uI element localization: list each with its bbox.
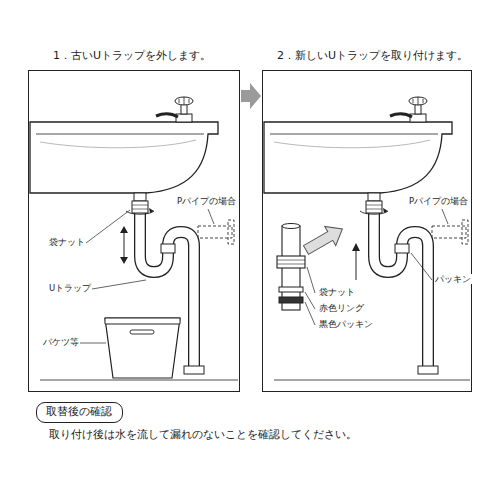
loose-nut bbox=[277, 256, 305, 268]
bucket-rim bbox=[105, 318, 180, 324]
leader-line bbox=[208, 209, 214, 224]
leader-line bbox=[92, 280, 146, 289]
part-label: 袋ナット bbox=[318, 287, 356, 297]
part-label: Uトラップ bbox=[48, 283, 92, 293]
arrow-head bbox=[250, 83, 261, 109]
check-badge: 取替後の確認 bbox=[36, 402, 123, 423]
bucket bbox=[105, 318, 180, 378]
fit-arrow bbox=[301, 219, 348, 259]
arrow-shaft bbox=[241, 90, 250, 102]
red-ring bbox=[279, 287, 303, 292]
nut-lines bbox=[277, 260, 305, 264]
part-label: バケツ等 bbox=[42, 337, 80, 347]
note-text: 取り付け後は水を流して漏れのないことを確認してください。 bbox=[48, 428, 358, 441]
push-head bbox=[352, 243, 360, 251]
leader-line bbox=[80, 343, 106, 344]
leader-line bbox=[411, 253, 432, 280]
move-arrow bbox=[124, 228, 125, 262]
step-heading: 1．古いUトラップを外します。 bbox=[51, 49, 213, 62]
black-packing bbox=[279, 297, 303, 303]
sink-old bbox=[30, 97, 234, 374]
step-arrow bbox=[241, 83, 261, 109]
floor-line bbox=[274, 380, 470, 381]
part-label: Pパイプの場合 bbox=[176, 196, 237, 206]
tailpiece-end bbox=[282, 224, 300, 229]
leader-line bbox=[307, 267, 315, 293]
check-title: 取替後の確認 bbox=[46, 405, 112, 419]
part-label: 赤色リング bbox=[318, 303, 365, 313]
leader-line bbox=[442, 209, 448, 224]
move-heads bbox=[120, 226, 128, 264]
step-panel: 2．新しいUトラップを取り付けます。 bbox=[262, 70, 472, 392]
step-heading: 2．新しいUトラップを取り付けます。 bbox=[275, 49, 470, 62]
bucket-grip bbox=[130, 330, 154, 334]
leader-line bbox=[305, 302, 315, 325]
fit-arrow-shape bbox=[301, 219, 348, 259]
leader-line bbox=[86, 210, 130, 243]
part-label: Pパイプの場合 bbox=[408, 196, 469, 206]
leader-line bbox=[305, 292, 315, 309]
sink-new bbox=[264, 97, 468, 374]
part-label: 黒色パッキン bbox=[318, 319, 374, 329]
push-arrow bbox=[356, 246, 357, 280]
floor-line bbox=[40, 380, 238, 381]
part-label: パッキン bbox=[434, 274, 472, 284]
part-label: 袋ナット bbox=[48, 237, 86, 247]
